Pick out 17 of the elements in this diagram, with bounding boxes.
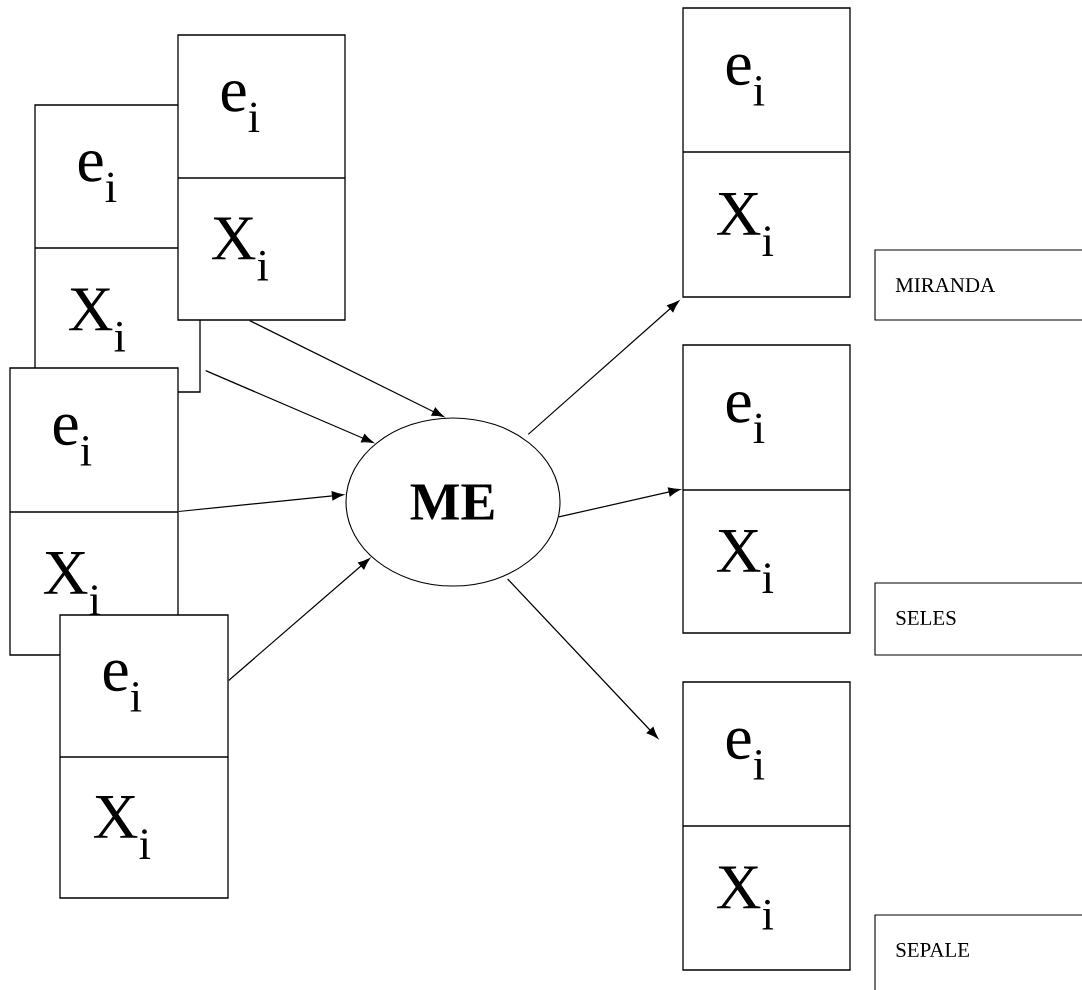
stacked-card: e$_{i}$ X$_{i}$ [59,614,229,899]
arrow [178,491,344,513]
arrow [527,300,679,435]
arrow [205,370,374,444]
arrow [228,558,371,682]
label-box: MIRANDA [874,249,1082,321]
arrow [249,320,444,418]
stacked-card: e$_{i}$ X$_{i}$ [682,344,851,634]
ellipse-node: ME [345,417,561,587]
label-box: SEPALE [874,914,1082,990]
arrow [558,487,681,518]
label-box: SELES [874,582,1082,656]
stacked-card: e$_{i}$ X$_{i}$ [9,367,179,656]
arrow [507,578,659,739]
stacked-card: e$_{i}$ X$_{i}$ [682,681,851,971]
stacked-card: e$_{i}$ X$_{i}$ [682,7,851,298]
stacked-card: e$_{i}$ X$_{i}$ [177,34,346,321]
